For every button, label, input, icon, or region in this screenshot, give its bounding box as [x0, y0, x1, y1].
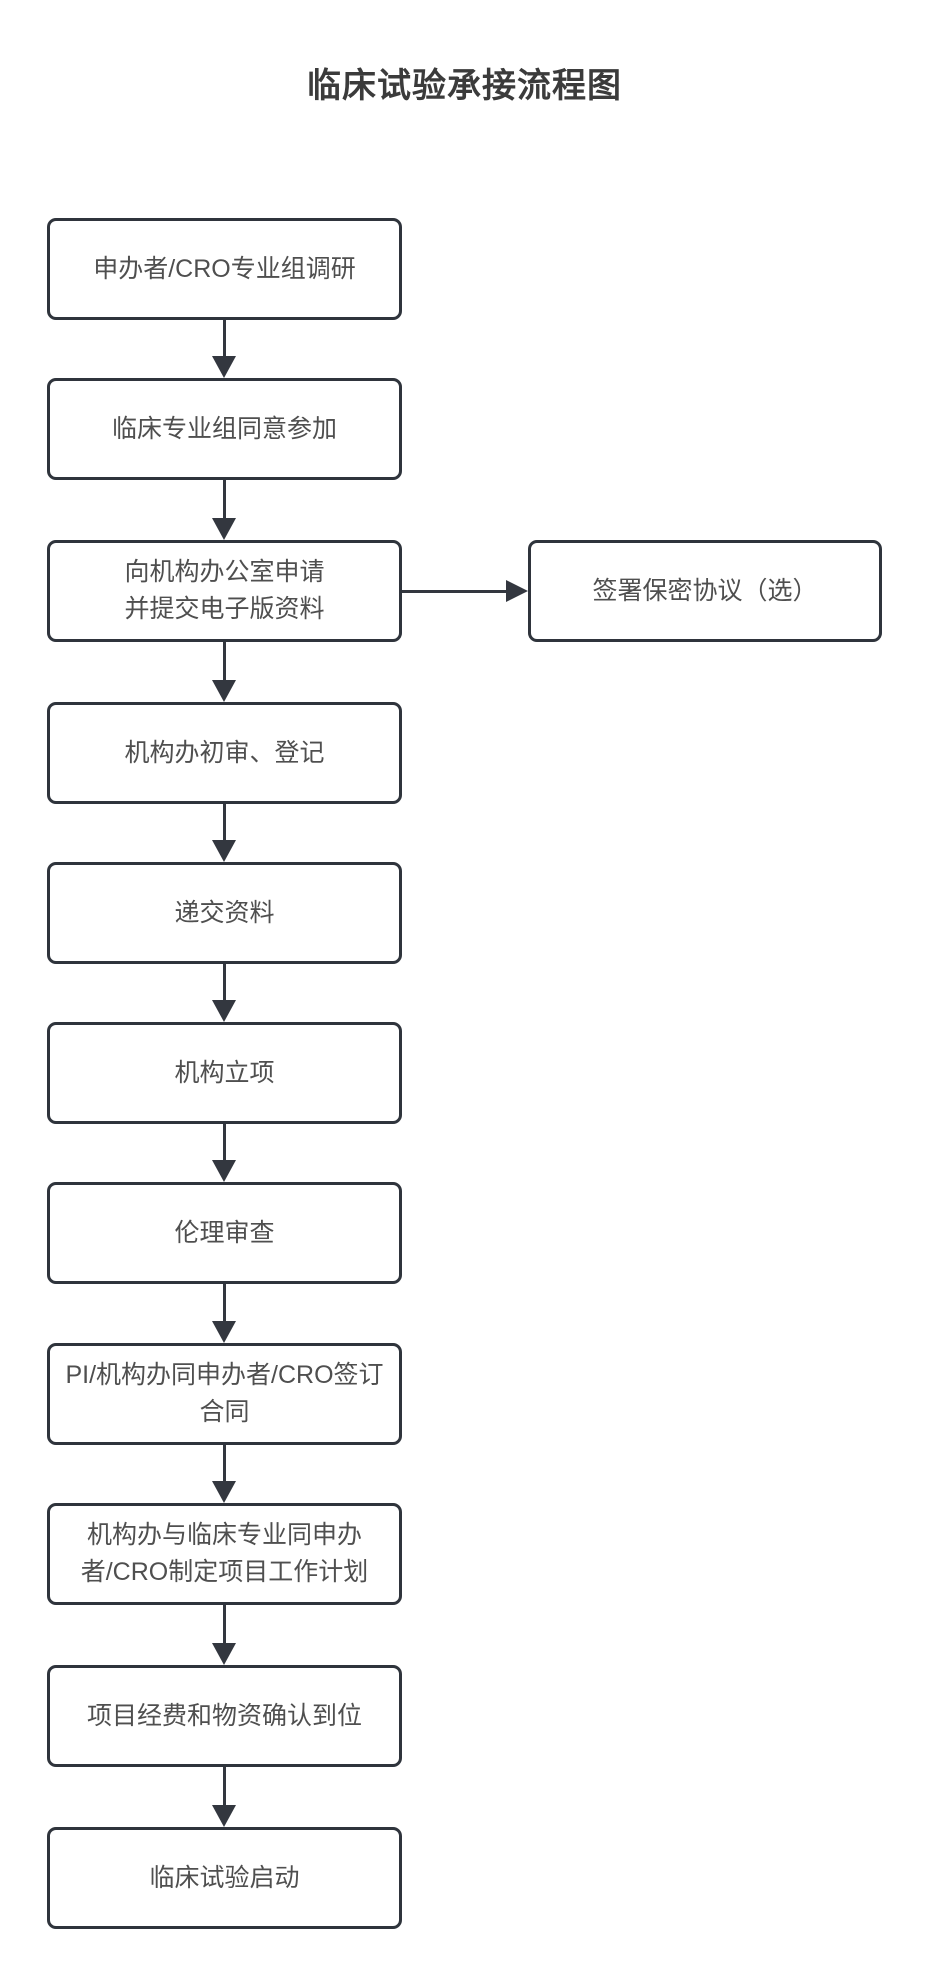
node-label: 申办者/CRO专业组调研 — [93, 254, 356, 283]
arrow-shaft — [223, 1124, 226, 1161]
arrow-right-branch — [402, 579, 528, 603]
node-contract-signing: PI/机构办同申办者/CRO签订 合同 — [47, 1343, 402, 1445]
arrowhead-down-icon — [212, 1805, 236, 1827]
arrow-shaft — [223, 480, 226, 519]
node-label: PI/机构办同申办者/CRO签订 合同 — [65, 1361, 384, 1426]
arrow-down-8 — [212, 1445, 237, 1503]
arrowhead-down-icon — [212, 1000, 236, 1022]
arrowhead-down-icon — [212, 680, 236, 702]
arrow-shaft — [402, 589, 507, 593]
node-label: 项目经费和物资确认到位 — [86, 1701, 362, 1730]
arrowhead-right-icon — [506, 580, 528, 602]
arrow-shaft — [223, 1605, 226, 1644]
node-trial-start: 临床试验启动 — [47, 1827, 402, 1929]
arrow-down-3 — [212, 642, 237, 702]
node-institution-project-approval: 机构立项 — [47, 1022, 402, 1124]
arrowhead-down-icon — [212, 1321, 236, 1343]
arrow-shaft — [223, 964, 226, 1001]
arrow-down-5 — [212, 964, 237, 1022]
node-sponsor-cro-survey: 申办者/CRO专业组调研 — [47, 218, 402, 320]
arrow-down-9 — [212, 1605, 237, 1665]
arrow-shaft — [223, 642, 226, 681]
arrow-shaft — [223, 1284, 226, 1322]
arrow-down-6 — [212, 1124, 237, 1182]
page-title: 临床试验承接流程图 — [307, 67, 622, 105]
arrow-shaft — [223, 1767, 226, 1806]
arrow-down-1 — [212, 320, 237, 378]
node-submit-documents: 递交资料 — [47, 862, 402, 964]
arrow-down-7 — [212, 1284, 237, 1343]
node-ethics-review: 伦理审查 — [47, 1182, 402, 1284]
arrowhead-down-icon — [212, 1481, 236, 1503]
arrowhead-down-icon — [212, 356, 236, 378]
node-label: 向机构办公室申请 并提交电子版资料 — [124, 558, 325, 623]
arrow-shaft — [223, 804, 226, 841]
node-label: 机构办初审、登记 — [124, 738, 325, 767]
arrow-down-10 — [212, 1767, 237, 1827]
node-funds-materials-confirm: 项目经费和物资确认到位 — [47, 1665, 402, 1767]
node-clinical-group-agree: 临床专业组同意参加 — [47, 378, 402, 480]
node-confidentiality-agreement: 签署保密协议（选） — [528, 540, 882, 642]
node-label: 临床试验启动 — [149, 1863, 300, 1892]
arrowhead-down-icon — [212, 1643, 236, 1665]
arrowhead-down-icon — [212, 840, 236, 862]
node-label: 伦理审查 — [174, 1218, 275, 1247]
node-label: 递交资料 — [174, 898, 275, 927]
node-work-plan: 机构办与临床专业同申办 者/CRO制定项目工作计划 — [47, 1503, 402, 1605]
node-label: 签署保密协议（选） — [592, 576, 818, 605]
node-label: 临床专业组同意参加 — [111, 414, 337, 443]
node-office-initial-review: 机构办初审、登记 — [47, 702, 402, 804]
arrow-shaft — [223, 1445, 226, 1482]
arrow-shaft — [223, 320, 226, 357]
arrowhead-down-icon — [212, 518, 236, 540]
node-apply-institution-office: 向机构办公室申请 并提交电子版资料 — [47, 540, 402, 642]
node-label: 机构办与临床专业同申办 者/CRO制定项目工作计划 — [80, 1521, 369, 1586]
arrow-down-4 — [212, 804, 237, 862]
arrowhead-down-icon — [212, 1160, 236, 1182]
arrow-down-2 — [212, 480, 237, 540]
node-label: 机构立项 — [174, 1058, 275, 1087]
